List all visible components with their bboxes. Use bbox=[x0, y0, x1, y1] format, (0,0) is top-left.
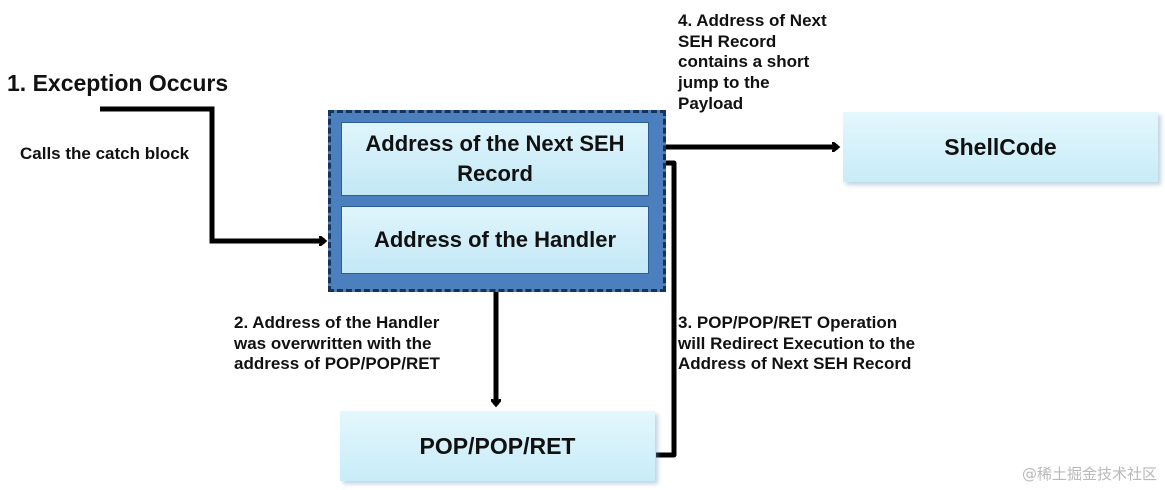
poppopret-box: POP/POP/RET bbox=[340, 411, 655, 481]
seh-record-block: Address of the Next SEH Record Address o… bbox=[328, 110, 666, 292]
shellcode-box: ShellCode bbox=[843, 112, 1158, 182]
watermark-text: @稀土掘金技术社区 bbox=[1021, 465, 1157, 483]
exception-to-handler-arrow bbox=[100, 106, 325, 241]
exception-occurs-title: 1. Exception Occurs bbox=[7, 70, 229, 96]
shellcode-label: ShellCode bbox=[944, 133, 1057, 160]
catch-block-label: Calls the catch block bbox=[20, 144, 190, 163]
next-seh-record-cell: Address of the Next SEH Record bbox=[341, 122, 649, 196]
step-3-label: 3. POP/POP/RET Operation will Redirect E… bbox=[678, 313, 916, 374]
poppopret-label: POP/POP/RET bbox=[419, 432, 576, 459]
handler-address-label: Address of the Handler bbox=[373, 227, 617, 253]
step-2-label: 2. Address of the Handler was overwritte… bbox=[234, 313, 440, 374]
handler-address-cell: Address of the Handler bbox=[341, 206, 649, 274]
next-seh-record-label: Address of the Next SEH Record bbox=[365, 131, 625, 186]
step-4-label: 4. Address of Next SEH Record contains a… bbox=[678, 11, 827, 113]
